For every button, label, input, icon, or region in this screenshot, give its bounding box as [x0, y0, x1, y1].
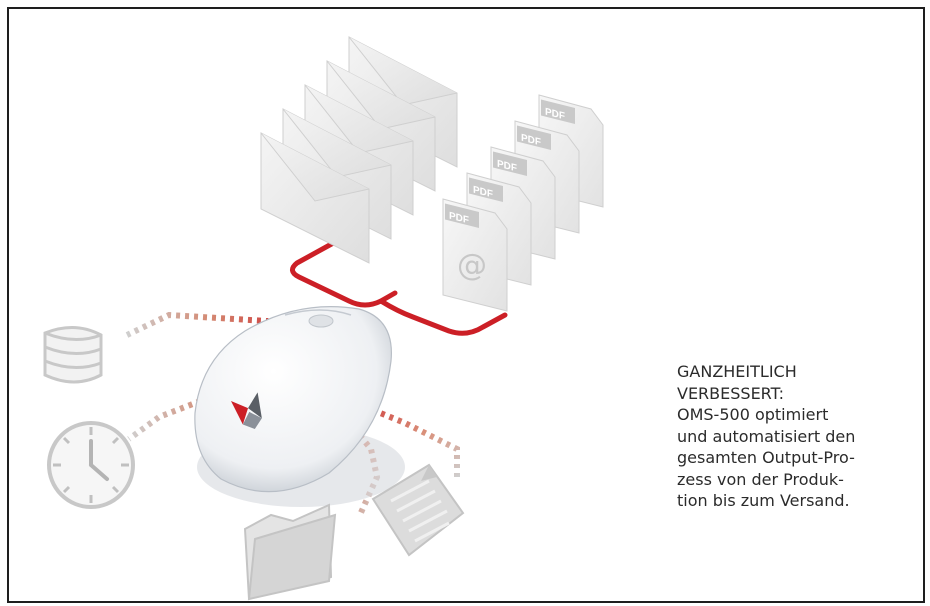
computer-mouse-icon	[195, 307, 405, 507]
database-icon	[45, 327, 101, 382]
caption-line: tion bis zum Versand.	[677, 490, 917, 512]
output-process-illustration: PDF PDF PDF PDF PDF @	[9, 9, 923, 601]
caption-line: gesamten Output-Pro-	[677, 447, 917, 469]
pdf-document-stack: PDF PDF PDF PDF PDF @	[443, 95, 603, 311]
email-at-symbol: @	[457, 248, 487, 283]
illustration-frame: PDF PDF PDF PDF PDF @	[7, 7, 925, 603]
caption-line: GANZHEITLICH	[677, 361, 917, 383]
folder-icon	[245, 505, 335, 599]
caption-text: GANZHEITLICH VERBESSERT: OMS-500 optimie…	[677, 361, 917, 512]
caption-line: zess von der Produk-	[677, 469, 917, 491]
caption-line: VERBESSERT:	[677, 383, 917, 405]
clock-icon	[49, 423, 133, 507]
caption-line: und automatisiert den	[677, 426, 917, 448]
envelope-stack-icon	[261, 37, 457, 263]
pdf-document-icon: PDF @	[443, 199, 507, 311]
caption-line: OMS-500 optimiert	[677, 404, 917, 426]
